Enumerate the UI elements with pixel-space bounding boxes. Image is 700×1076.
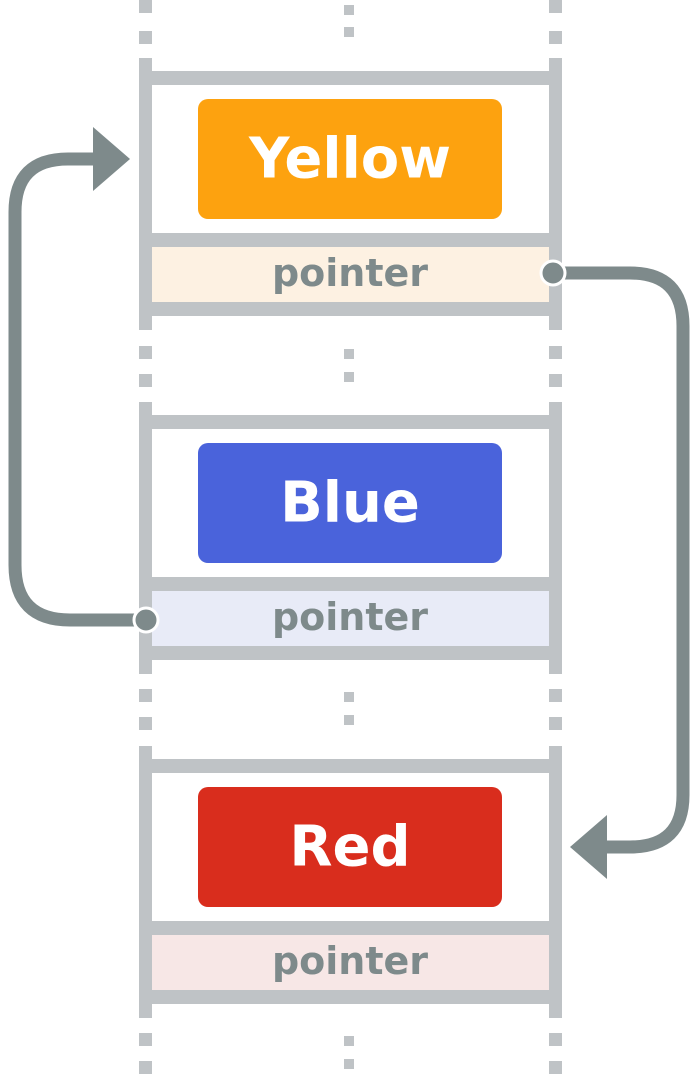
memory-gap-2 [139,689,562,730]
node-yellow-frame [139,58,562,330]
memory-gap-1 [139,346,562,387]
node-red: Red pointer [139,746,562,1018]
arrow-blue-to-yellow-head [93,127,130,191]
node-red-pointer-cell [151,934,549,990]
arrow-yellow-to-red-head [570,815,607,879]
node-blue-pointer-cell [151,590,549,646]
node-yellow-value-box [198,99,502,219]
memory-gap-bottom [139,1033,562,1074]
node-red-frame [139,746,562,1018]
node-blue: Blue pointer [139,402,562,674]
node-blue-label: Blue [280,471,420,536]
memory-gap-top [139,0,562,44]
arrow-blue-to-yellow [8,127,160,634]
node-yellow-label: Yellow [248,127,451,192]
node-blue-pointer-label: pointer [272,595,428,639]
arrow-yellow-to-red-origin-dot [539,259,567,287]
node-yellow: Yellow pointer [139,58,562,330]
node-blue-value-box [198,443,502,563]
node-blue-frame [139,402,562,674]
node-red-pointer-label: pointer [272,939,428,983]
node-red-label: Red [289,815,410,880]
node-yellow-pointer-cell [151,246,549,302]
arrow-blue-to-yellow-origin-dot [132,606,160,634]
node-yellow-pointer-label: pointer [272,251,428,295]
arrow-blue-to-yellow-line [8,152,146,627]
arrow-yellow-to-red-line [553,266,690,854]
node-red-value-box [198,787,502,907]
arrow-yellow-to-red [539,259,690,879]
